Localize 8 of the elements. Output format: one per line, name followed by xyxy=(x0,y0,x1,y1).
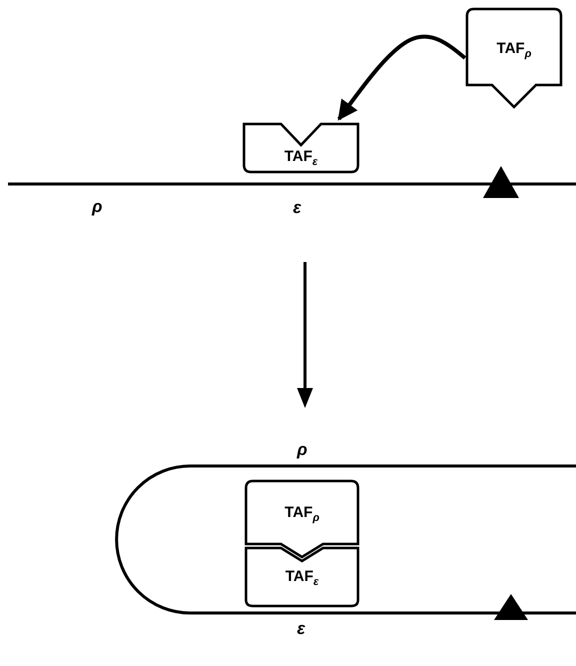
strand-label: ρ xyxy=(297,441,308,459)
arrow xyxy=(337,34,466,121)
protein-label: TAF$_{ρ}$ xyxy=(496,40,532,62)
protein-label: TAF$_{ε}$ xyxy=(284,568,320,590)
strand-label: ε xyxy=(297,620,306,638)
protein-label: TAF$_{ε}$ xyxy=(283,148,319,170)
strand-label: ε xyxy=(293,199,302,217)
strand-label: ρ xyxy=(92,198,102,216)
